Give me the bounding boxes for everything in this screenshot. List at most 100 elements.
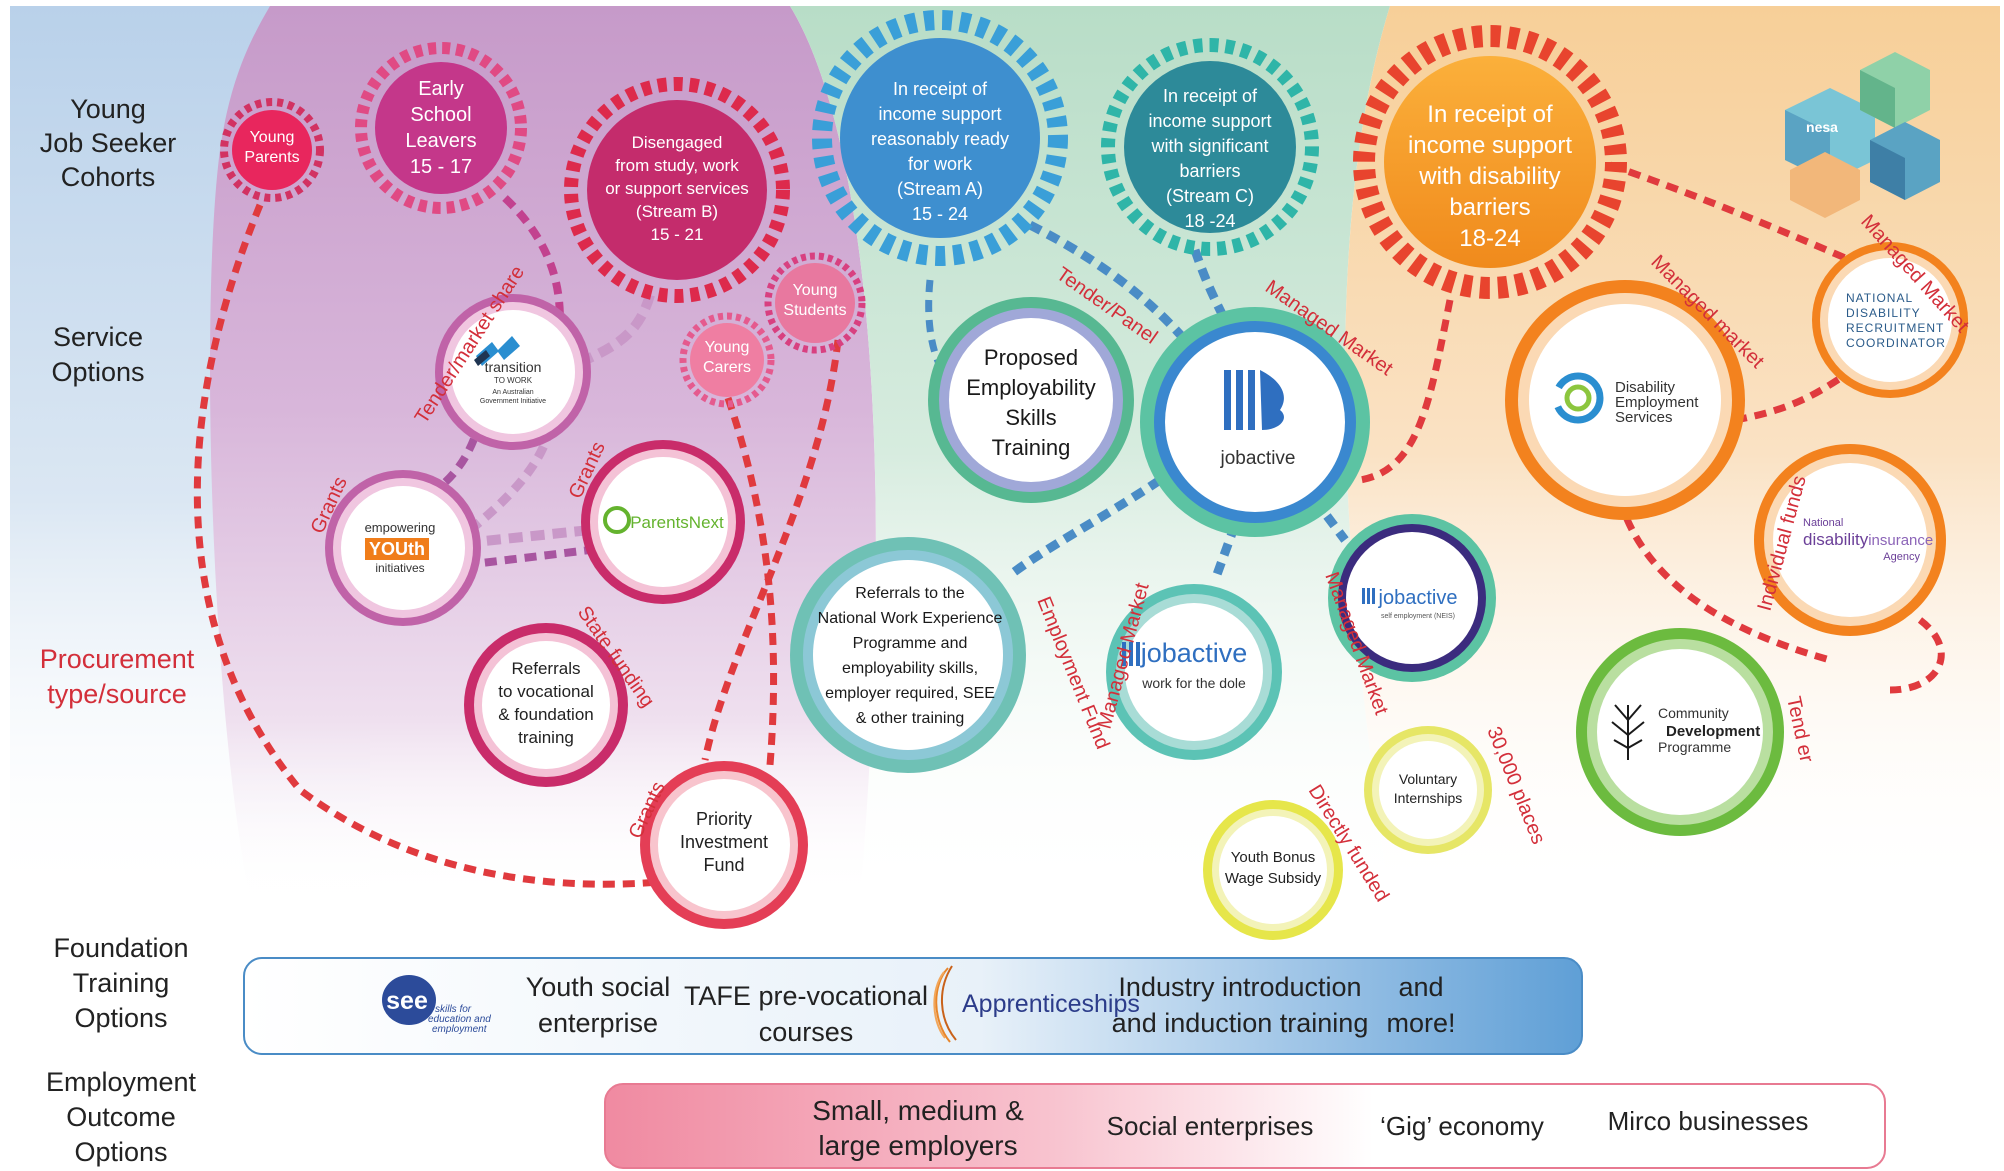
connector-students-to-priority (701, 339, 842, 761)
connector-empowering-to-parentsnext-2 (464, 546, 591, 569)
cdp-programme-label: Programme (1658, 739, 1731, 755)
connector-stream-a-to-jobactive (1027, 220, 1189, 343)
jobactive-label: jobactive (1220, 448, 1296, 469)
cdp-community-label: Community (1658, 705, 1729, 721)
connector-early-leavers-to-transition (502, 195, 564, 326)
micro-businesses-label: Mirco businesses (1608, 1106, 1809, 1136)
service-cdp: Community Development Programme (1576, 628, 1784, 836)
connector-jobactive-to-nwep (1007, 476, 1163, 579)
connector-disability-to-jobactive (1359, 299, 1454, 484)
self-employment-logo-icon (1362, 588, 1375, 604)
connector-des-to-ndrc (1734, 372, 1847, 424)
transition-arrow-icon-dark (474, 350, 490, 366)
service-self-employment: jobactive self employment (NEIS) (1328, 514, 1496, 682)
des-logo-icon-inner (1564, 384, 1592, 412)
initiatives-label: initiatives (375, 561, 424, 575)
parentsnext-icon (603, 506, 631, 534)
self-employment-jobactive-label: jobactive (1378, 587, 1458, 609)
jobactive-logo-icon (1224, 370, 1284, 430)
service-empowering-youth: empowering YOUth initiatives (325, 470, 481, 626)
youth-badge-label: YOUth (369, 539, 425, 559)
wftd-jobactive-label: jobactive (1140, 638, 1248, 668)
nesa-logo-icon: nesa (1785, 52, 1940, 218)
apprenticeships-label: Apprenticeships (962, 990, 1140, 1018)
wftd-logo-icon (1122, 642, 1140, 666)
cdp-tree-icon (1611, 704, 1645, 760)
smes-label: Small, medium &large employers (812, 1095, 1024, 1161)
ndis-agency-label: Agency (1883, 551, 1920, 563)
nesa-logo-label: nesa (1806, 119, 1838, 135)
social-enterprises-label: Social enterprises (1107, 1111, 1314, 1141)
gig-economy-label: ‘Gig’ economy (1380, 1111, 1544, 1141)
youth-badge (365, 538, 429, 560)
des-logo-icon (1552, 372, 1604, 424)
parentsnext-label: ParentsNext (630, 513, 724, 532)
service-ndis: National disabilityinsurance Agency (1754, 444, 1946, 636)
apprenticeships-swoosh-icon (933, 965, 957, 1043)
connector-young-parents-to-priority (193, 203, 661, 888)
ndis-disability-label: disabilityinsurance (1803, 530, 1933, 549)
service-parentsnext: ParentsNext (581, 440, 745, 604)
service-work-for-the-dole: jobactive work for the dole (1106, 584, 1282, 760)
see-logo-label: see (386, 987, 428, 1015)
ndis-national-label: National (1803, 517, 1843, 529)
wftd-caption: work for the dole (1141, 675, 1246, 691)
connector-des-to-cdp (1616, 498, 1831, 664)
self-employment-caption: self employment (NEIS) (1381, 613, 1455, 620)
connector-disability-to-ndrc (1608, 161, 1852, 264)
cdp-development-label: Development (1666, 723, 1760, 740)
connector-disengaged-to-transition (583, 293, 655, 365)
empowering-label: empowering (365, 520, 436, 535)
connector-empowering-to-transition (467, 433, 553, 534)
service-jobactive: jobactive (1140, 307, 1370, 537)
employment-options-bar: Small, medium &large employers Social en… (604, 1083, 1886, 1169)
